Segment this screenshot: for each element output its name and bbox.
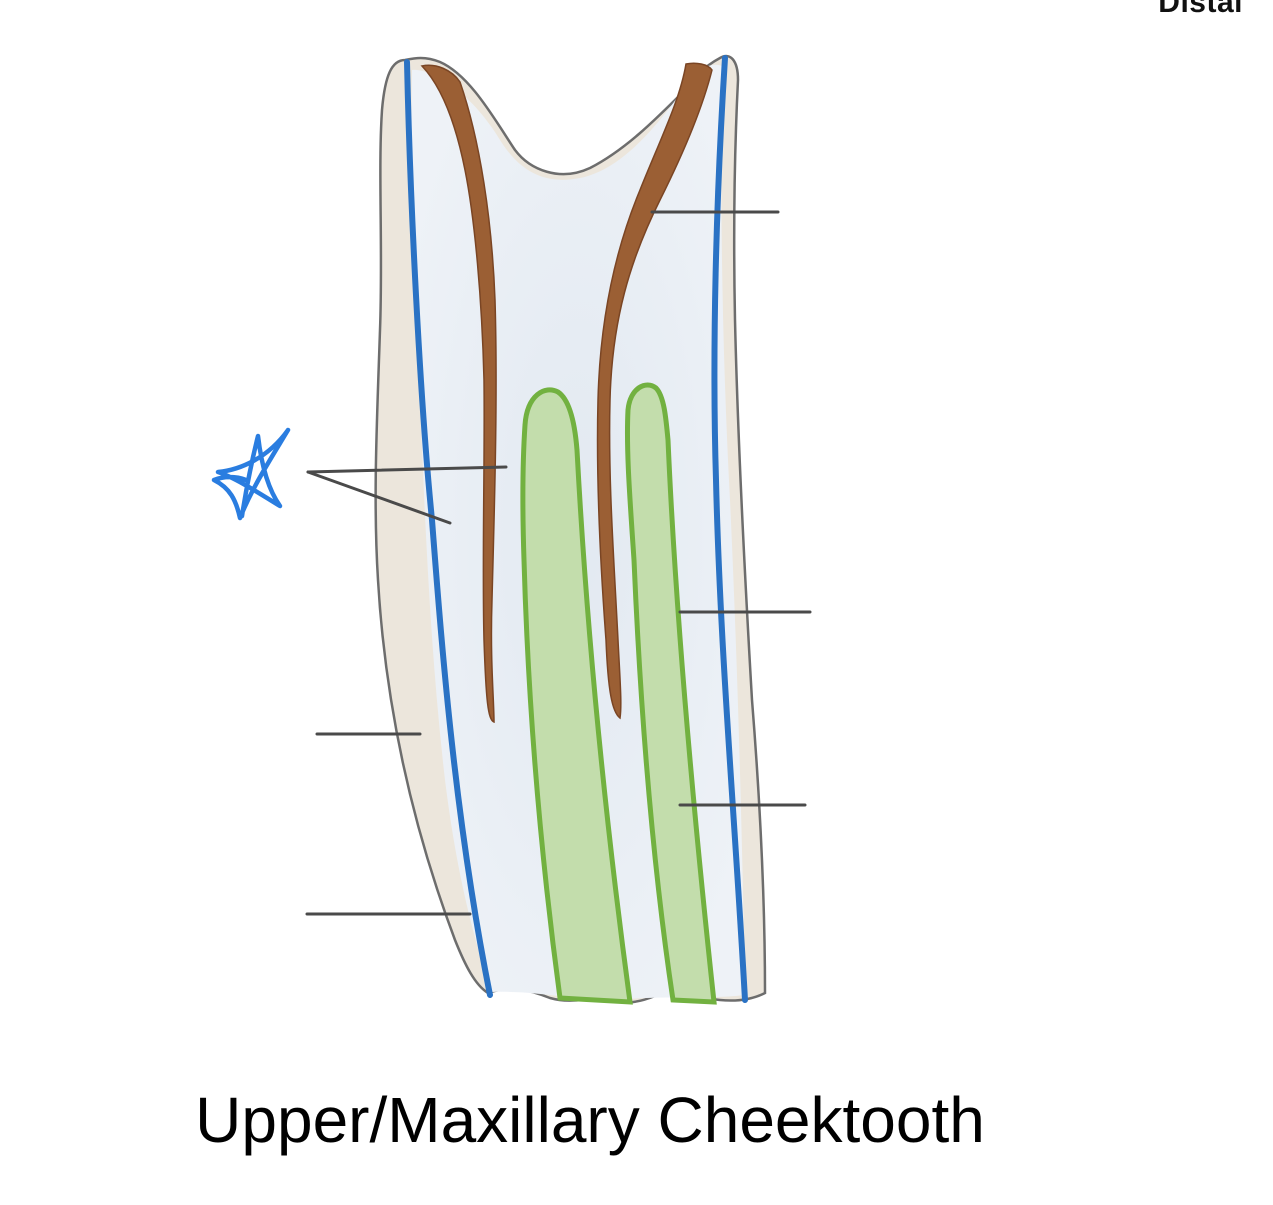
infundibulum-right xyxy=(596,62,713,720)
leader-line-star-upper xyxy=(306,465,508,474)
infundibulum-left xyxy=(420,64,497,724)
enamel-right xyxy=(711,55,748,1003)
star-mark-icon xyxy=(211,427,291,521)
leader-line-star-lower xyxy=(306,470,452,525)
pulp-cavity-left xyxy=(520,387,633,1005)
enamel-left xyxy=(404,59,493,998)
pulp-cavity-right xyxy=(624,382,717,1005)
corner-label: Distal xyxy=(1158,0,1243,19)
leader-lines xyxy=(305,210,812,916)
diagram-caption: Upper/Maxillary Cheektooth xyxy=(195,1084,985,1156)
